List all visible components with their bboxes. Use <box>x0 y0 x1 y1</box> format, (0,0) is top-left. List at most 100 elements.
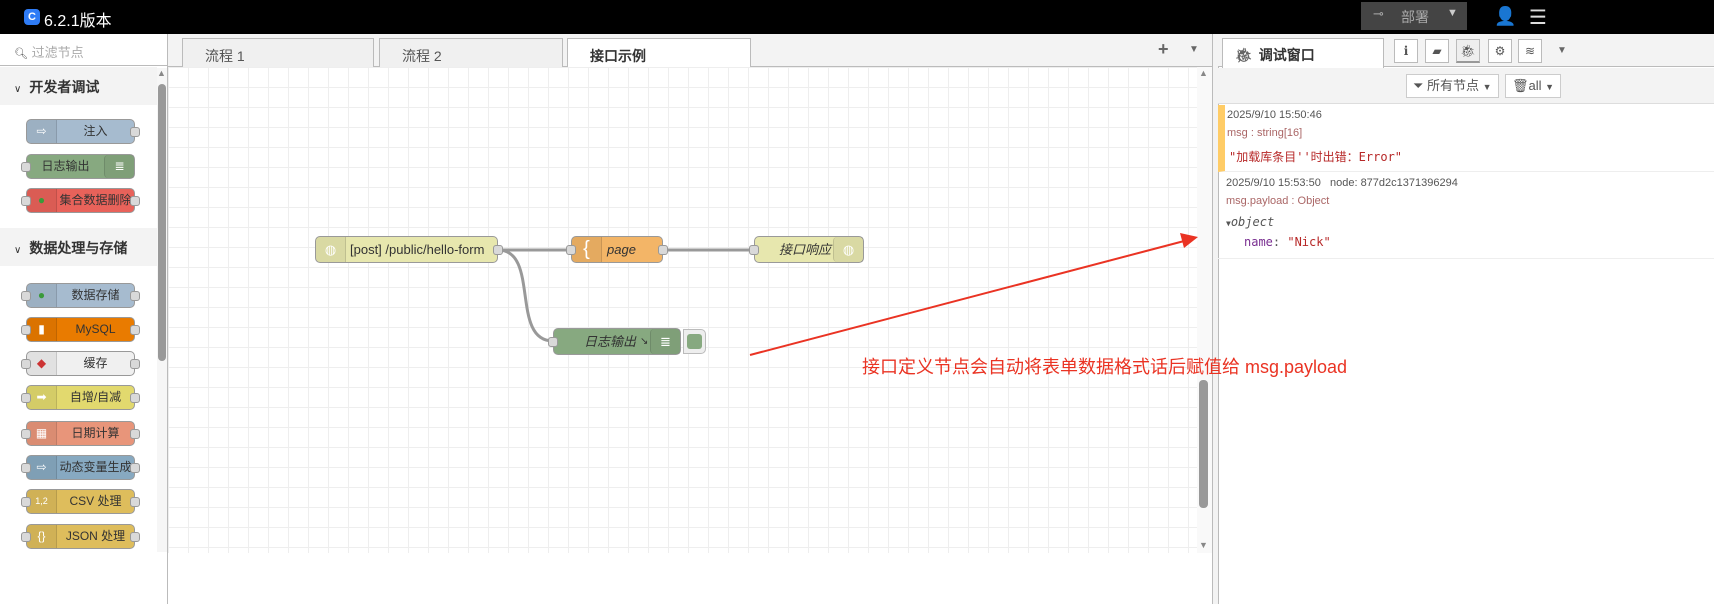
palette-node-inject[interactable]: ⇨注入 <box>26 119 140 144</box>
app-title: 6.2.1版本 <box>44 13 112 30</box>
palette-node-mysql[interactable]: ▮MySQL <box>21 317 140 342</box>
sidebar-separator[interactable] <box>1212 34 1218 604</box>
tab-flow-2[interactable]: 流程 2 <box>379 38 563 67</box>
output-port <box>130 393 140 403</box>
flow-node-debug[interactable]: 日志输出↘≣ <box>548 328 681 355</box>
scroll-up-icon[interactable]: ▲ <box>157 68 166 78</box>
filter-label: 所有节点 <box>1427 78 1480 93</box>
palette-node-data-store[interactable]: ● 数据存储 <box>21 283 140 308</box>
arrow-icon: ↘ <box>640 336 649 347</box>
globe-icon: ◍ <box>316 237 346 262</box>
json-icon: {} <box>27 525 57 548</box>
property-key: name <box>1244 235 1273 249</box>
trash-icon: 🗑︎ <box>1512 78 1529 93</box>
calendar-icon: ▦ <box>27 422 57 445</box>
clear-button[interactable]: 🗑︎all ▼ <box>1505 74 1562 98</box>
palette-node-cache[interactable]: ◆ 缓存 <box>21 351 140 376</box>
tab-debug[interactable]: 🐞︎调试窗口 <box>1222 38 1384 68</box>
debug-toggle-button[interactable] <box>683 329 706 354</box>
database-icon[interactable]: ≋ <box>1518 39 1542 63</box>
output-port[interactable] <box>658 245 668 255</box>
chevron-down-icon[interactable]: ▼ <box>1447 7 1458 19</box>
palette-node-json[interactable]: {}JSON 处理 <box>21 524 140 549</box>
node-label: 日志输出 <box>41 159 90 173</box>
canvas-scroll-thumb[interactable] <box>1199 380 1208 508</box>
node-label: MySQL <box>75 322 116 336</box>
search-icon: 🔍︎ <box>14 48 28 60</box>
input-port <box>21 429 31 439</box>
filter-nodes-input[interactable]: 🔍︎ 过滤节点 <box>0 34 168 66</box>
menu-icon[interactable]: ☰ <box>1529 7 1547 29</box>
palette-node-debug[interactable]: 日志输出 ≣ <box>21 154 135 179</box>
input-port <box>21 463 31 473</box>
logo-icon: C <box>24 9 40 25</box>
output-port <box>130 497 140 507</box>
palette-category-data[interactable]: ∨ 数据处理与存储 <box>0 228 157 266</box>
palette-node-date-calc[interactable]: ▦日期计算 <box>21 421 140 446</box>
category-label: 数据处理与存储 <box>29 240 128 256</box>
input-port <box>21 196 31 206</box>
palette-node-dynamic-var[interactable]: ⇨动态变量生成 <box>21 455 140 480</box>
message-type: msg : string[16] <box>1227 127 1303 139</box>
output-port[interactable] <box>493 245 503 255</box>
scroll-down-icon[interactable]: ▼ <box>1199 540 1208 550</box>
message-node[interactable]: node: 877d2c1371396294 <box>1329 177 1458 189</box>
tree-label: object <box>1230 215 1275 229</box>
tab-api-example[interactable]: 接口示例 <box>567 38 751 68</box>
list-icon: ≣ <box>104 155 134 178</box>
flow-node-http-response[interactable]: 接口响应◍ <box>749 236 864 263</box>
add-tab-button[interactable]: + <box>1158 39 1169 59</box>
input-port[interactable] <box>749 245 759 255</box>
chevron-down-icon: ▼ <box>1545 82 1555 92</box>
redis-icon: ◆ <box>27 352 57 375</box>
info-icon[interactable]: i <box>1394 39 1418 63</box>
tab-menu-chevron-icon[interactable]: ▼ <box>1189 44 1199 55</box>
palette-scroll-thumb[interactable] <box>158 84 166 361</box>
chevron-down-icon: ▼ <box>1482 82 1492 92</box>
gear-icon[interactable]: ⚙ <box>1488 39 1512 63</box>
scroll-up-icon[interactable]: ▲ <box>1199 68 1208 78</box>
node-label: 日志输出 <box>584 334 637 349</box>
chevron-down-icon: ∨ <box>14 245 22 256</box>
sidebar-menu-chevron-icon[interactable]: ▼ <box>1557 45 1567 56</box>
user-icon[interactable]: 👤 <box>1494 6 1517 26</box>
book-icon[interactable]: ▰ <box>1425 39 1449 63</box>
wire <box>497 248 554 343</box>
filter-icon: ⏷ <box>1413 78 1424 93</box>
input-port[interactable] <box>548 337 558 347</box>
palette-node-increment[interactable]: ➡自增/自减 <box>21 385 140 410</box>
input-port <box>21 393 31 403</box>
input-port[interactable] <box>566 245 576 255</box>
node-label: 动态变量生成 <box>59 460 132 474</box>
output-port <box>130 196 140 206</box>
mongodb-leaf-icon: ● <box>27 189 57 212</box>
node-label: 集合数据删除 <box>59 193 132 207</box>
bug-icon[interactable]: 🐞︎ <box>1456 39 1480 63</box>
node-label: 缓存 <box>83 356 108 370</box>
input-port <box>21 162 31 172</box>
tab-flow-1[interactable]: 流程 1 <box>182 38 374 67</box>
flow-node-template[interactable]: {page <box>566 236 668 263</box>
debug-message[interactable]: 2025/9/10 15:50:46 msg : string[16] "加载库… <box>1218 105 1714 172</box>
object-toggle[interactable]: ▼object <box>1226 215 1714 229</box>
node-filter-button[interactable]: ⏷ 所有节点 ▼ <box>1406 74 1499 98</box>
annotation-text: 接口定义节点会自动将表单数据格式话后赋值给 msg.payload <box>862 357 1348 377</box>
input-port <box>21 359 31 369</box>
output-port <box>130 127 140 137</box>
node-label: 注入 <box>83 124 108 138</box>
node-label: 数据存储 <box>71 288 120 302</box>
palette-node-collection-delete[interactable]: ●集合数据删除 <box>21 188 140 213</box>
debug-message[interactable]: 2025/9/10 15:53:50 node: 877d2c137139629… <box>1218 173 1714 259</box>
deploy-button[interactable]: ⊸ 部署 ▼ <box>1361 2 1467 30</box>
node-label: CSV 处理 <box>69 494 122 508</box>
input-port <box>21 325 31 335</box>
palette-category-dev-debug[interactable]: ∨开发者调试 <box>0 67 157 105</box>
list-icon: ≣ <box>650 329 680 354</box>
message-type: msg.payload : Object <box>1226 195 1330 207</box>
filter-placeholder: 过滤节点 <box>31 45 84 60</box>
output-port <box>130 463 140 473</box>
mongodb-leaf-icon: ● <box>27 284 57 307</box>
flow-node-http-in[interactable]: ◍[post] /public/hello-form <box>315 236 503 263</box>
